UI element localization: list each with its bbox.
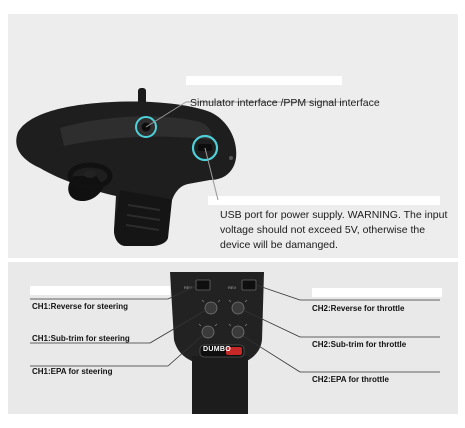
label-bar xyxy=(312,288,442,297)
ch2-reverse-label: CH2:Reverse for throttle xyxy=(312,304,405,313)
svg-text:REV: REV xyxy=(228,285,237,290)
leader-line xyxy=(204,147,219,201)
control-panel: REV REV xyxy=(170,272,264,414)
ch2-epa-label: CH2:EPA for throttle xyxy=(312,375,389,384)
transmitter-body xyxy=(16,88,237,247)
leader-line xyxy=(167,284,199,300)
leader-line xyxy=(255,284,301,301)
simulator-interface-label: Simulator interface /PPM signal interfac… xyxy=(190,97,380,109)
label-bar xyxy=(186,76,342,85)
leader-line xyxy=(242,309,301,338)
leader-line xyxy=(167,333,205,367)
ch2-subtrim-label: CH2:Sub-trim for throttle xyxy=(312,340,407,349)
ch1-reverse-label: CH1:Reverse for steering xyxy=(32,302,129,311)
label-bar xyxy=(30,286,170,295)
leader-line xyxy=(145,101,187,128)
label-bar xyxy=(208,196,440,205)
usb-port-warning: USB port for power supply. WARNING. The … xyxy=(220,209,448,251)
ch1-subtrim-label: CH1:Sub-trim for steering xyxy=(32,334,130,343)
leader-line xyxy=(149,309,207,344)
leader-line xyxy=(242,335,301,373)
brand-logo: DUMBO xyxy=(203,346,231,353)
ch1-epa-label: CH1:EPA for steering xyxy=(32,367,113,376)
svg-text:REV: REV xyxy=(184,285,193,290)
